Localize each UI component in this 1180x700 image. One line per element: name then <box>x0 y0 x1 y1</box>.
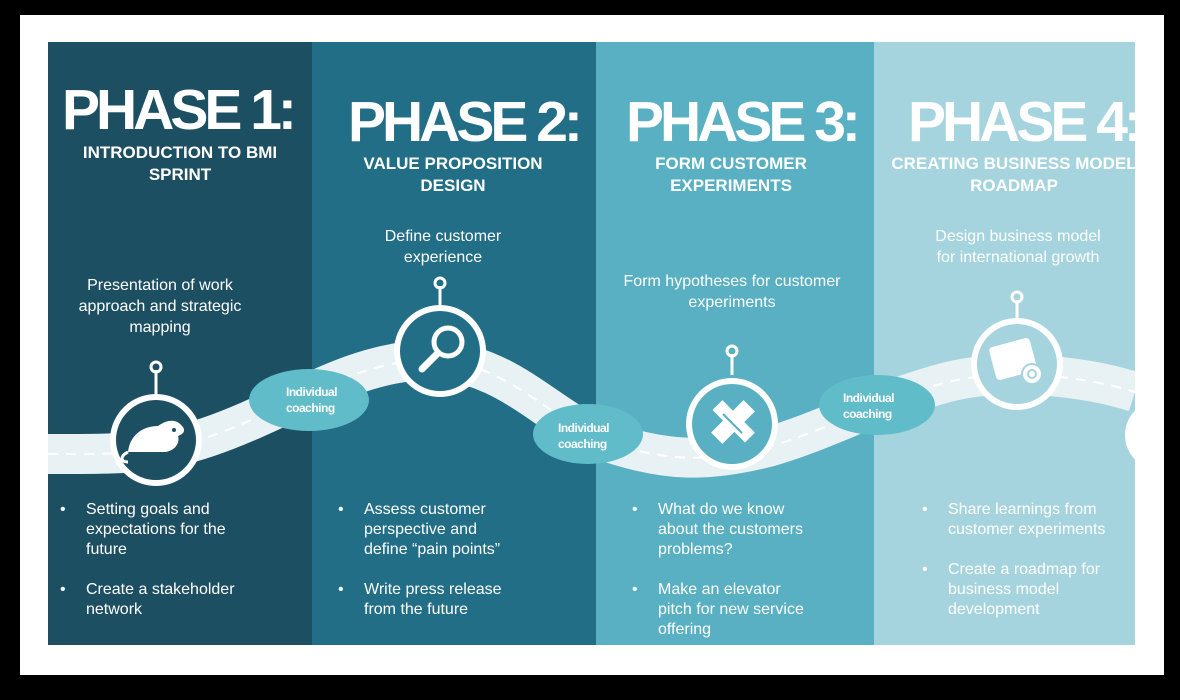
coaching-2-line-2: coaching <box>558 437 607 451</box>
bullet-line: about the customers <box>658 521 803 538</box>
bullet-item: What do we know about the customers prob… <box>632 500 872 560</box>
bullet-item: Create a roadmap for business model deve… <box>922 560 1135 620</box>
phase-1-description-line: approach and strategic <box>78 298 242 315</box>
bullet-line: customer experiments <box>948 521 1106 538</box>
partial-next-icon <box>1125 410 1135 460</box>
bullet-item: Make an elevator pitch for new service o… <box>632 580 872 640</box>
phase-roadmap-slide: Individual coaching Individual coaching … <box>48 42 1135 645</box>
pin-phase-3 <box>725 344 739 375</box>
phase-4-description: Design business model for international … <box>908 226 1128 268</box>
phase-1-subtitle: INTRODUCTION TO BMI SPRINT <box>48 142 312 186</box>
bullet-line: network <box>86 601 143 618</box>
phase-4-subtitle: CREATING BUSINESS MODEL ROADMAP <box>884 153 1135 197</box>
phase-3-subtitle: FORM CUSTOMER EXPERIMENTS <box>596 153 866 197</box>
bullet-line: Create a roadmap for <box>948 561 1101 578</box>
bullet-line: from the future <box>364 601 469 618</box>
phase-3-bullets: What do we know about the customers prob… <box>632 500 872 645</box>
phase-4-description-line: Design business model <box>935 228 1101 245</box>
phase-1-description: Presentation of work approach and strate… <box>48 275 272 338</box>
phase-2-description: Define customer experience <box>338 226 548 268</box>
phase-2-bullets: Assess customer perspective and define “… <box>338 500 588 640</box>
magnifying-glass-icon <box>394 305 486 397</box>
pencil-ruler-icon <box>686 378 778 470</box>
phase-2-title: PHASE 2: <box>348 90 583 154</box>
phase-1-description-line: Presentation of work <box>87 277 233 294</box>
bullet-line: Assess customer <box>364 501 486 518</box>
pin-phase-1 <box>149 360 163 394</box>
coaching-2-line-1: Individual <box>558 421 609 435</box>
roadmap-path-graphic: Individual coaching Individual coaching … <box>48 276 1135 486</box>
phase-3-description-line: Form hypotheses for customer <box>623 273 841 290</box>
phase-1-description-line: mapping <box>129 319 191 336</box>
road-dashes <box>48 358 1135 459</box>
bullet-line: Write press release <box>364 581 502 598</box>
bullet-item: Assess customer perspective and define “… <box>338 500 588 560</box>
phase-4-title: PHASE 4: <box>908 90 1135 154</box>
bullet-item: Write press release from the future <box>338 580 588 620</box>
coaching-bubble-2: Individual coaching <box>533 404 643 464</box>
phase-4-subtitle-line: ROADMAP <box>970 176 1058 195</box>
phase-1-title: PHASE 1: <box>62 78 297 142</box>
phase-1-subtitle-line: SPRINT <box>148 165 212 184</box>
bullet-line: Share learnings from <box>948 501 1097 518</box>
bullet-item: Share learnings from customer experiment… <box>922 500 1135 540</box>
bullet-line: Create a stakeholder <box>86 581 235 598</box>
bullet-line: What do we know <box>658 501 785 518</box>
phase-2-subtitle: VALUE PROPOSITION DESIGN <box>318 153 588 197</box>
paper-roll-icon <box>971 318 1063 410</box>
pin-phase-2 <box>433 276 447 307</box>
coaching-3-line-2: coaching <box>843 407 892 421</box>
phase-3-title: PHASE 3: <box>626 90 861 154</box>
bullet-line: perspective and <box>364 521 477 538</box>
bullet-line: future <box>86 541 127 558</box>
phase-2-subtitle-line: DESIGN <box>420 176 486 195</box>
bullet-line: pitch for new service <box>658 601 804 618</box>
coaching-3-line-1: Individual <box>843 391 894 405</box>
bullet-line: development <box>948 601 1040 618</box>
bullet-line: business model <box>948 581 1060 598</box>
coaching-1-line-1: Individual <box>286 385 337 399</box>
bullet-item: Setting goals and expectations for the f… <box>60 500 300 560</box>
phase-1-subtitle-line: INTRODUCTION TO BMI <box>82 143 278 162</box>
phase-4-subtitle-line: CREATING BUSINESS MODEL <box>891 154 1135 173</box>
bullet-line: Make an elevator <box>658 581 781 598</box>
phase-2-subtitle-line: VALUE PROPOSITION <box>363 154 543 173</box>
phase-1-bullets: Setting goals and expectations for the f… <box>60 500 300 640</box>
bullet-line: offering <box>658 621 712 638</box>
coaching-bubble-3: Individual coaching <box>819 375 935 435</box>
phase-3-description: Form hypotheses for customer experiments <box>596 271 868 313</box>
phase-3-subtitle-line: FORM CUSTOMER <box>655 154 807 173</box>
bullet-line: problems? <box>658 541 733 558</box>
phase-4-description-line: for international growth <box>936 249 1100 266</box>
pin-phase-4 <box>1010 290 1024 319</box>
rat-icon <box>110 394 202 486</box>
phase-3-subtitle-line: EXPERIMENTS <box>670 176 792 195</box>
bullet-line: Setting goals and <box>86 501 210 518</box>
bullet-item: Create a stakeholder network <box>60 580 300 620</box>
bullet-line: expectations for the <box>86 521 226 538</box>
bullet-line: define “pain points” <box>364 541 501 558</box>
phase-2-description-line: experience <box>403 249 483 266</box>
phase-4-bullets: Share learnings from customer experiment… <box>922 500 1135 640</box>
phase-3-description-line: experiments <box>688 294 776 311</box>
coaching-bubble-1: Individual coaching <box>249 369 369 431</box>
coaching-1-line-2: coaching <box>286 401 335 415</box>
phase-2-description-line: Define customer <box>384 228 502 245</box>
